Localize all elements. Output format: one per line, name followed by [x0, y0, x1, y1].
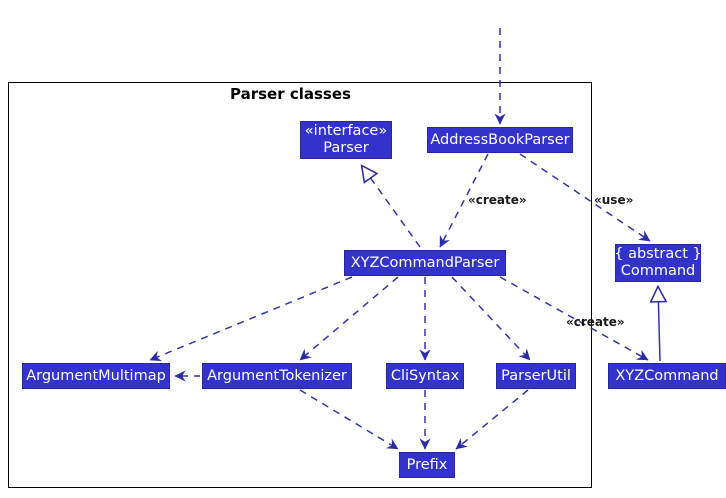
class-node-parserutil-name: ParserUtil: [501, 367, 571, 384]
class-node-parser-stereotype: «interface»: [304, 123, 388, 139]
class-node-prefix-name: Prefix: [406, 456, 448, 473]
class-node-parser-name: Parser: [323, 140, 369, 156]
edge-label-use-addressbookparser: «use»: [594, 193, 634, 207]
class-node-command-name: Command: [620, 263, 696, 279]
class-node-clisyntax[interactable]: CliSyntax: [386, 363, 464, 389]
class-node-prefix[interactable]: Prefix: [399, 452, 455, 478]
class-node-xyzcommandparser[interactable]: XYZCommandParser: [344, 250, 506, 276]
package-title: Parser classes: [230, 85, 351, 103]
class-node-parserutil[interactable]: ParserUtil: [496, 363, 576, 389]
class-node-parser[interactable]: «interface» Parser: [300, 121, 392, 159]
class-node-addressbookparser-name: AddressBookParser: [430, 131, 570, 148]
edge-xyzcommand-to-command: [658, 287, 660, 362]
class-node-argumentmultimap[interactable]: ArgumentMultimap: [22, 363, 170, 389]
edge-label-create-xyzcommand: «create»: [566, 315, 625, 329]
class-node-xyzcommand-name: XYZCommand: [615, 367, 719, 384]
class-node-command[interactable]: { abstract } Command: [614, 244, 702, 282]
class-node-xyzcommandparser-name: XYZCommandParser: [350, 254, 500, 271]
edge-label-create-addressbookparser: «create»: [468, 193, 527, 207]
class-node-argumenttokenizer-name: ArgumentTokenizer: [207, 367, 347, 384]
class-node-addressbookparser[interactable]: AddressBookParser: [427, 127, 573, 153]
class-node-clisyntax-name: CliSyntax: [390, 367, 460, 384]
class-node-command-stereotype: { abstract }: [614, 246, 702, 262]
class-node-argumentmultimap-name: ArgumentMultimap: [26, 367, 166, 384]
class-node-xyzcommand[interactable]: XYZCommand: [608, 363, 726, 389]
class-node-argumenttokenizer[interactable]: ArgumentTokenizer: [202, 363, 352, 389]
